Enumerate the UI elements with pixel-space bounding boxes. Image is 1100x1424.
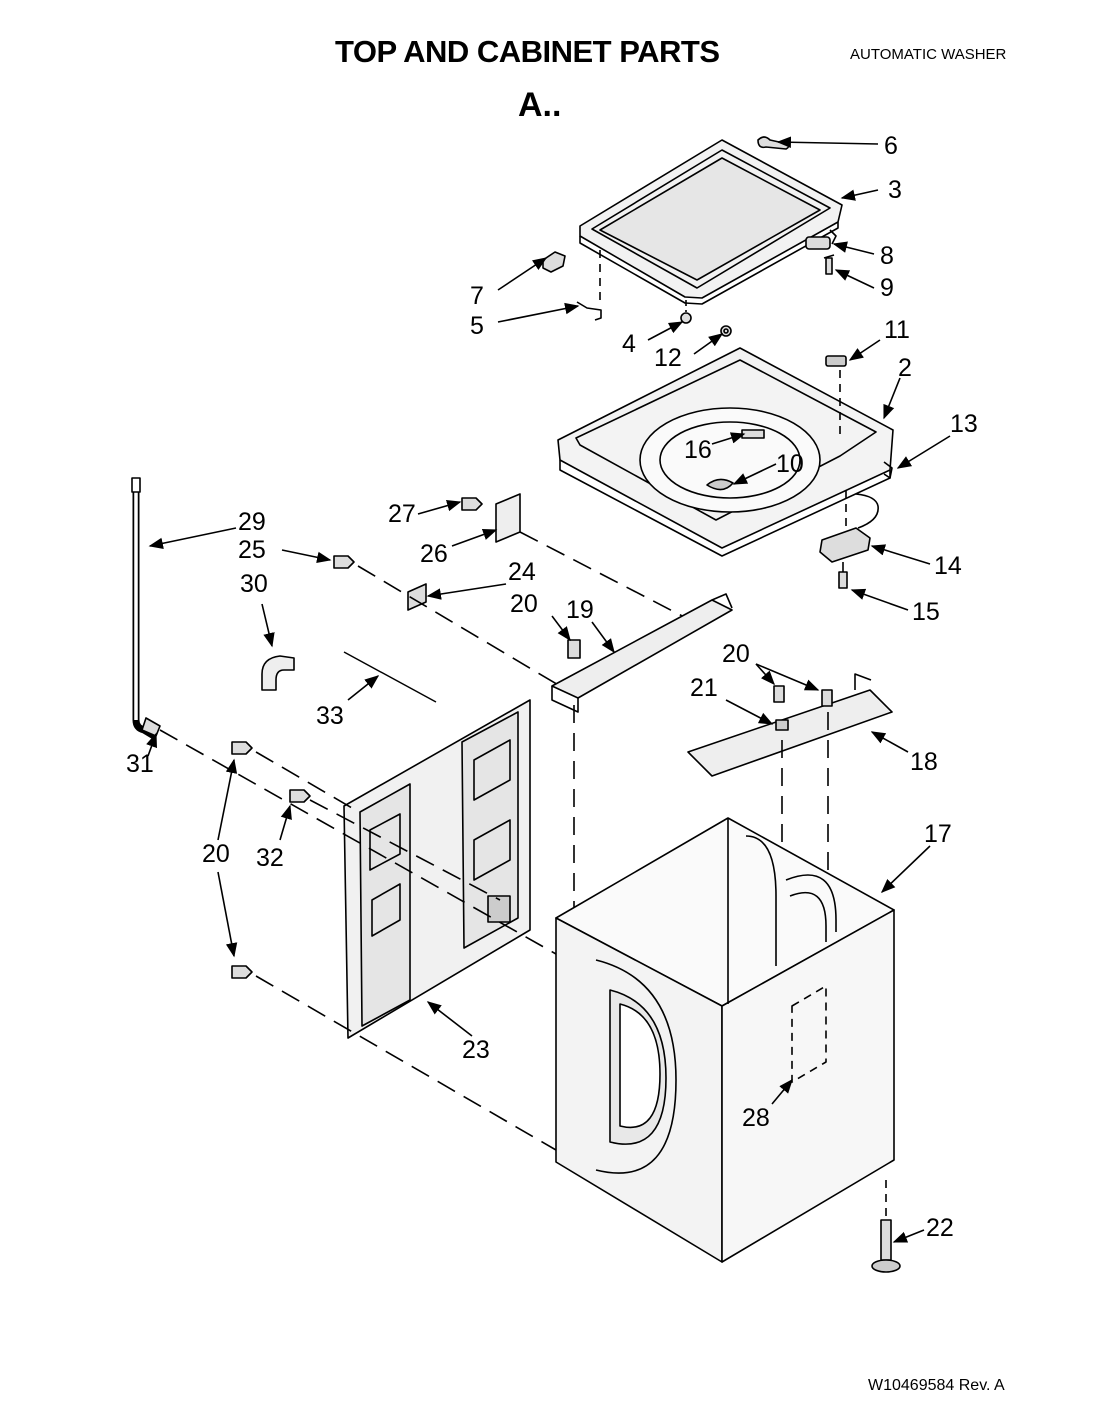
- brackets-and-screws: [333, 493, 691, 687]
- callout-15: 15: [912, 598, 940, 626]
- callout-33: 33: [316, 702, 344, 730]
- callout-27: 27: [388, 500, 416, 528]
- callout-5: 5: [470, 312, 484, 340]
- callout-7: 7: [470, 282, 484, 310]
- callout-23: 23: [462, 1036, 490, 1064]
- callout-14: 14: [934, 552, 962, 580]
- top-panel-part: [557, 347, 894, 557]
- callout-9: 9: [880, 274, 894, 302]
- lid-part: [579, 139, 843, 305]
- callout-10: 10: [776, 450, 804, 478]
- callout-4: 4: [622, 330, 636, 358]
- cabinet-part: [555, 817, 895, 1263]
- callout-8: 8: [880, 242, 894, 270]
- drain-hose-part: [131, 477, 161, 740]
- document-number: W10469584 Rev. A: [868, 1377, 1005, 1394]
- callout-24: 24: [508, 558, 536, 586]
- callout-13: 13: [950, 410, 978, 438]
- callout-28: 28: [742, 1104, 770, 1132]
- callout-19: 19: [566, 596, 594, 624]
- callout-leaders: [146, 136, 951, 1243]
- appliance-type: AUTOMATIC WASHER: [850, 46, 1007, 63]
- callout-29: 29: [238, 508, 266, 536]
- rear-panel-part: [343, 699, 531, 1039]
- hose-elbow-part: [261, 655, 295, 691]
- section-label: A..: [518, 86, 562, 124]
- callout-26: 26: [420, 540, 448, 568]
- callout-30: 30: [240, 570, 268, 598]
- callout-16: 16: [684, 436, 712, 464]
- callout-22: 22: [926, 1214, 954, 1242]
- callout-17: 17: [924, 820, 952, 848]
- callout-labels: 6 3 8 9 7 5 4 12 11 2 13 16 10 29 27 25 …: [126, 132, 978, 1242]
- callout-20-side: 20: [202, 840, 230, 868]
- callout-32: 32: [256, 844, 284, 872]
- callout-31: 31: [126, 750, 154, 778]
- front-rail-part: [551, 593, 733, 920]
- leveling-foot-part: [871, 1180, 901, 1273]
- callout-11: 11: [884, 316, 910, 344]
- callout-2: 2: [898, 354, 912, 382]
- callout-20-rear: 20: [722, 640, 750, 668]
- callout-6: 6: [884, 132, 898, 160]
- callout-21: 21: [690, 674, 718, 702]
- rod-part: [343, 651, 437, 703]
- callout-3: 3: [888, 176, 902, 204]
- callout-20-front: 20: [510, 590, 538, 618]
- callout-12: 12: [654, 344, 682, 372]
- lid-switch-part: [819, 490, 879, 589]
- callout-18: 18: [910, 748, 938, 776]
- callout-25: 25: [238, 536, 266, 564]
- page-title: TOP AND CABINET PARTS: [335, 34, 720, 69]
